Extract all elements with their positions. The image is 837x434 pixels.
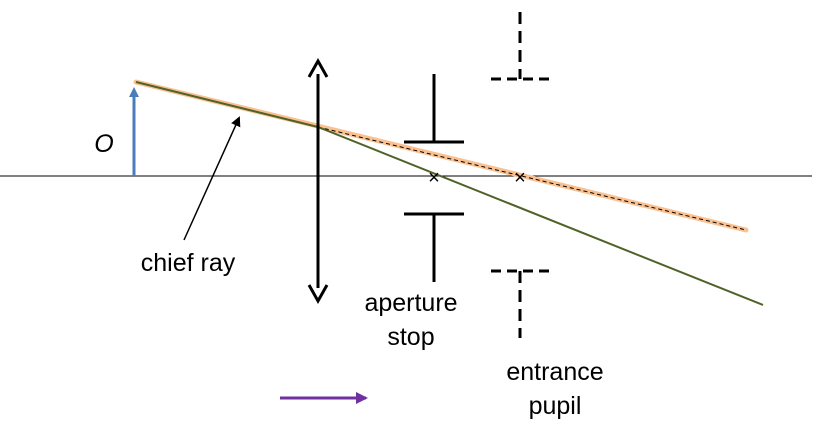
entrance-pupil-label-line2: pupil (529, 392, 582, 420)
object-label: O (94, 130, 113, 158)
chief-ray-object-segment (135, 81, 319, 128)
chief-ray-label: chief ray (141, 249, 236, 277)
aperture-stop-label-line2: stop (387, 323, 434, 351)
stop-center-marker: × (428, 167, 440, 189)
projected-ray-dashed (317, 126, 747, 231)
aperture-stop (404, 74, 464, 282)
aperture-stop-label-line1: aperture (364, 289, 457, 317)
entrance-pupil (491, 12, 551, 338)
chief-ray-pointer (183, 116, 241, 241)
entrance-pupil-label-line1: entrance (506, 358, 603, 386)
pupil-center-marker: × (514, 167, 526, 189)
chief-ray-image-segment (317, 126, 764, 306)
lens (307, 57, 329, 305)
